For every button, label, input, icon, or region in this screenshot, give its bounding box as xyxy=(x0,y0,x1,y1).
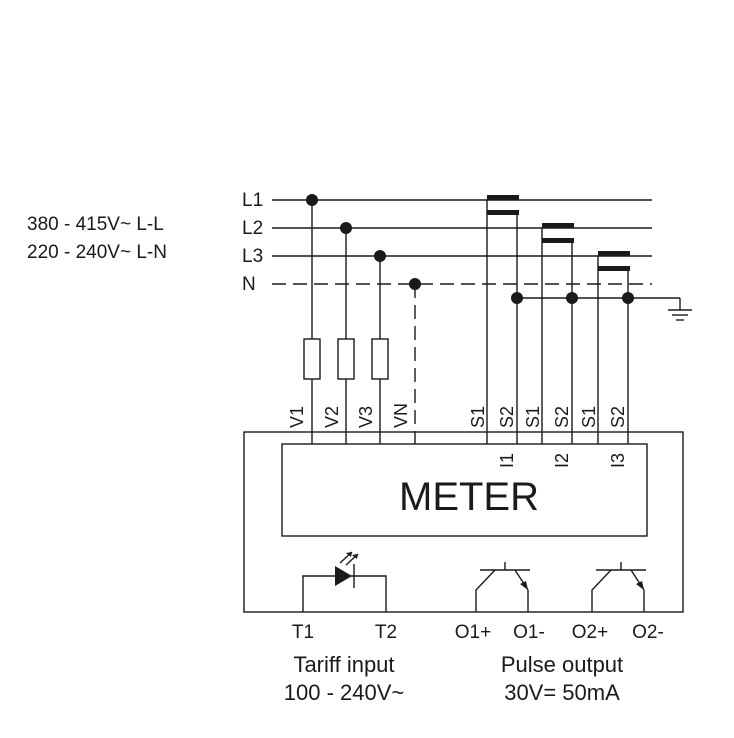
meter-title: METER xyxy=(399,475,539,519)
tariff-caption-title: Tariff input xyxy=(293,652,394,677)
tariff-caption-voltage: 100 - 240V~ xyxy=(284,680,404,705)
terminal-v1: V1 xyxy=(287,406,307,428)
line-label-l2: L2 xyxy=(242,218,263,239)
current-input-i1: I1 xyxy=(497,453,517,468)
terminal-o1-plus: O1+ xyxy=(455,622,491,643)
led-light-icon xyxy=(339,551,359,566)
terminal-o2-minus: O2- xyxy=(632,622,664,643)
terminal-v2: V2 xyxy=(322,406,342,428)
terminal-ct3-s1: S1 xyxy=(579,406,599,428)
terminal-o1-minus: O1- xyxy=(513,622,545,643)
terminal-o2-plus: O2+ xyxy=(572,622,608,643)
terminal-ct2-s1: S1 xyxy=(523,406,543,428)
fuse-v3 xyxy=(371,338,389,380)
terminal-v3: V3 xyxy=(356,406,376,428)
meter-enclosure xyxy=(243,431,684,613)
terminal-ct1-s1: S1 xyxy=(468,406,488,428)
meter-display xyxy=(281,443,648,537)
terminal-ct3-s2: S2 xyxy=(608,406,628,428)
current-input-i2: I2 xyxy=(552,453,572,468)
ground-icon xyxy=(668,298,692,321)
transistor-icon-2 xyxy=(591,562,646,612)
terminal-vn: VN xyxy=(391,403,411,428)
transistor-icon-1 xyxy=(475,562,530,612)
tariff-led-circuit xyxy=(302,564,387,612)
current-input-i3: I3 xyxy=(608,453,628,468)
terminal-ct2-s2: S2 xyxy=(552,406,572,428)
terminal-t2: T2 xyxy=(375,622,397,643)
pulse-caption-title: Pulse output xyxy=(501,652,623,677)
terminal-ct1-s2: S2 xyxy=(497,406,517,428)
supply-voltage-ll: 380 - 415V~ L-L xyxy=(27,214,164,235)
line-label-l1: L1 xyxy=(242,190,263,211)
terminal-t1: T1 xyxy=(292,622,314,643)
fuse-v2 xyxy=(337,338,355,380)
line-label-n: N xyxy=(242,274,256,295)
fuse-v1 xyxy=(303,338,321,380)
pulse-caption-rating: 30V= 50mA xyxy=(504,680,620,705)
line-label-l3: L3 xyxy=(242,246,263,267)
supply-voltage-ln: 220 - 240V~ L-N xyxy=(27,242,167,263)
